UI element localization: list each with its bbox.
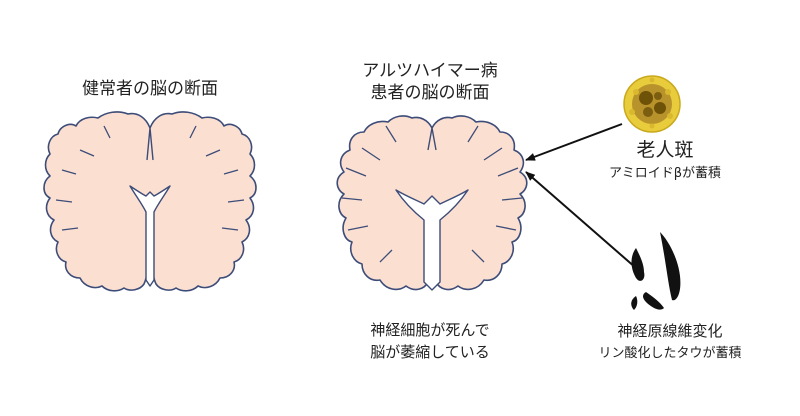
healthy-longitudinal-fissure — [146, 127, 154, 161]
healthy-sulci — [55, 125, 245, 231]
senile-plaque-illustration — [623, 75, 681, 133]
neuron-death-caption: 神経細胞が死んで 脳が萎縮している — [330, 320, 530, 364]
plaque-description: アミロイドβが蓄積 — [608, 166, 722, 181]
tangle-strand-4 — [631, 296, 638, 310]
alzheimer-label-line2: 患者の脳の断面 — [370, 83, 490, 104]
alzheimer-brain-label: アルツハイマー病 患者の脳の断面 — [330, 60, 530, 104]
tangle-arrow — [525, 171, 637, 269]
tangle-strand-2 — [631, 248, 645, 281]
alzheimer-ventricle — [395, 189, 469, 291]
tangle-strand-3 — [643, 292, 664, 310]
plaque-arrow — [525, 123, 623, 161]
tangle-title: 神経原線維変化 — [617, 322, 723, 340]
alzheimer-fissure — [427, 127, 437, 151]
alzheimer-widened-sulci — [341, 125, 523, 263]
tangle-description: リン酸化したタウが蓄積 — [598, 346, 742, 361]
neuron-death-line2: 脳が萎縮している — [370, 342, 490, 361]
healthy-brain-label: 健常者の脳の断面 — [82, 79, 218, 99]
tangle-strand-1 — [660, 232, 681, 301]
neurofibrillary-tangle-illustration — [631, 232, 681, 310]
healthy-ventricle — [129, 185, 171, 287]
alzheimer-label-line1: アルツハイマー病 — [362, 61, 498, 81]
plaque-title: 老人斑 — [636, 139, 694, 161]
alzheimer-brain-section — [336, 115, 528, 291]
healthy-brain-section — [43, 111, 257, 292]
neuron-death-line1: 神経細胞が死んで — [370, 321, 490, 339]
